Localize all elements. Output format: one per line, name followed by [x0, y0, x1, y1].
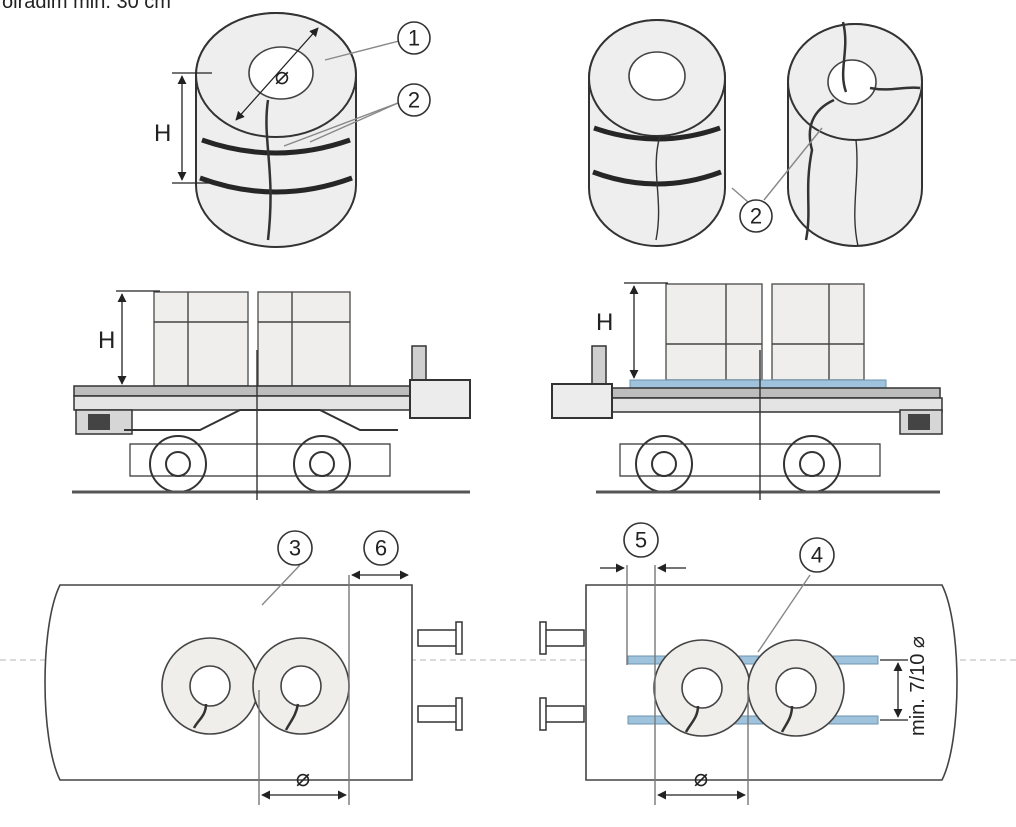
svg-text:1: 1 — [408, 26, 420, 51]
spacing-label: min. 7/10 ⌀ — [907, 636, 929, 736]
wagon-side-left — [72, 291, 471, 500]
wagon-top-view-right — [539, 584, 958, 781]
diameter-symbol-bottom-right: ⌀ — [694, 765, 708, 792]
header-text: olradim min. 30 cm — [2, 0, 171, 13]
blue-timber-top-2 — [627, 715, 879, 725]
height-dimension-middle-right — [624, 282, 668, 379]
diameter-symbol-bottom-left: ⌀ — [296, 765, 310, 792]
blue-timber-top-1 — [627, 655, 879, 665]
callout-6: 6 — [363, 530, 399, 566]
roll-upright-right-a — [588, 19, 726, 247]
height-label-middle-left: H — [98, 327, 115, 354]
callout-5: 5 — [623, 522, 659, 558]
callout-1: 1 — [397, 21, 431, 55]
roll-upright-left — [195, 12, 357, 248]
height-label-middle-right: H — [596, 309, 613, 336]
roll-upright-right-b — [787, 21, 923, 247]
callout-4: 4 — [799, 537, 835, 573]
height-dimension-middle-left — [116, 290, 160, 385]
svg-text:3: 3 — [289, 536, 301, 561]
svg-text:2: 2 — [408, 88, 420, 113]
wagon-top-view-left — [44, 584, 463, 781]
svg-text:4: 4 — [811, 543, 823, 568]
height-label-top: H — [154, 120, 171, 147]
diameter-symbol-top: ⌀ — [275, 63, 289, 90]
callout-2-top-left: 2 — [397, 83, 431, 117]
svg-text:5: 5 — [635, 528, 647, 553]
height-dimension-top — [172, 72, 212, 184]
spacing-dimension — [880, 659, 908, 721]
callout-3: 3 — [277, 530, 313, 566]
wagon-side-right — [551, 283, 943, 500]
blue-timber-side — [629, 379, 887, 389]
callout-2-top-right: 2 — [739, 199, 773, 233]
svg-text:6: 6 — [375, 536, 387, 561]
svg-text:2: 2 — [750, 204, 762, 229]
